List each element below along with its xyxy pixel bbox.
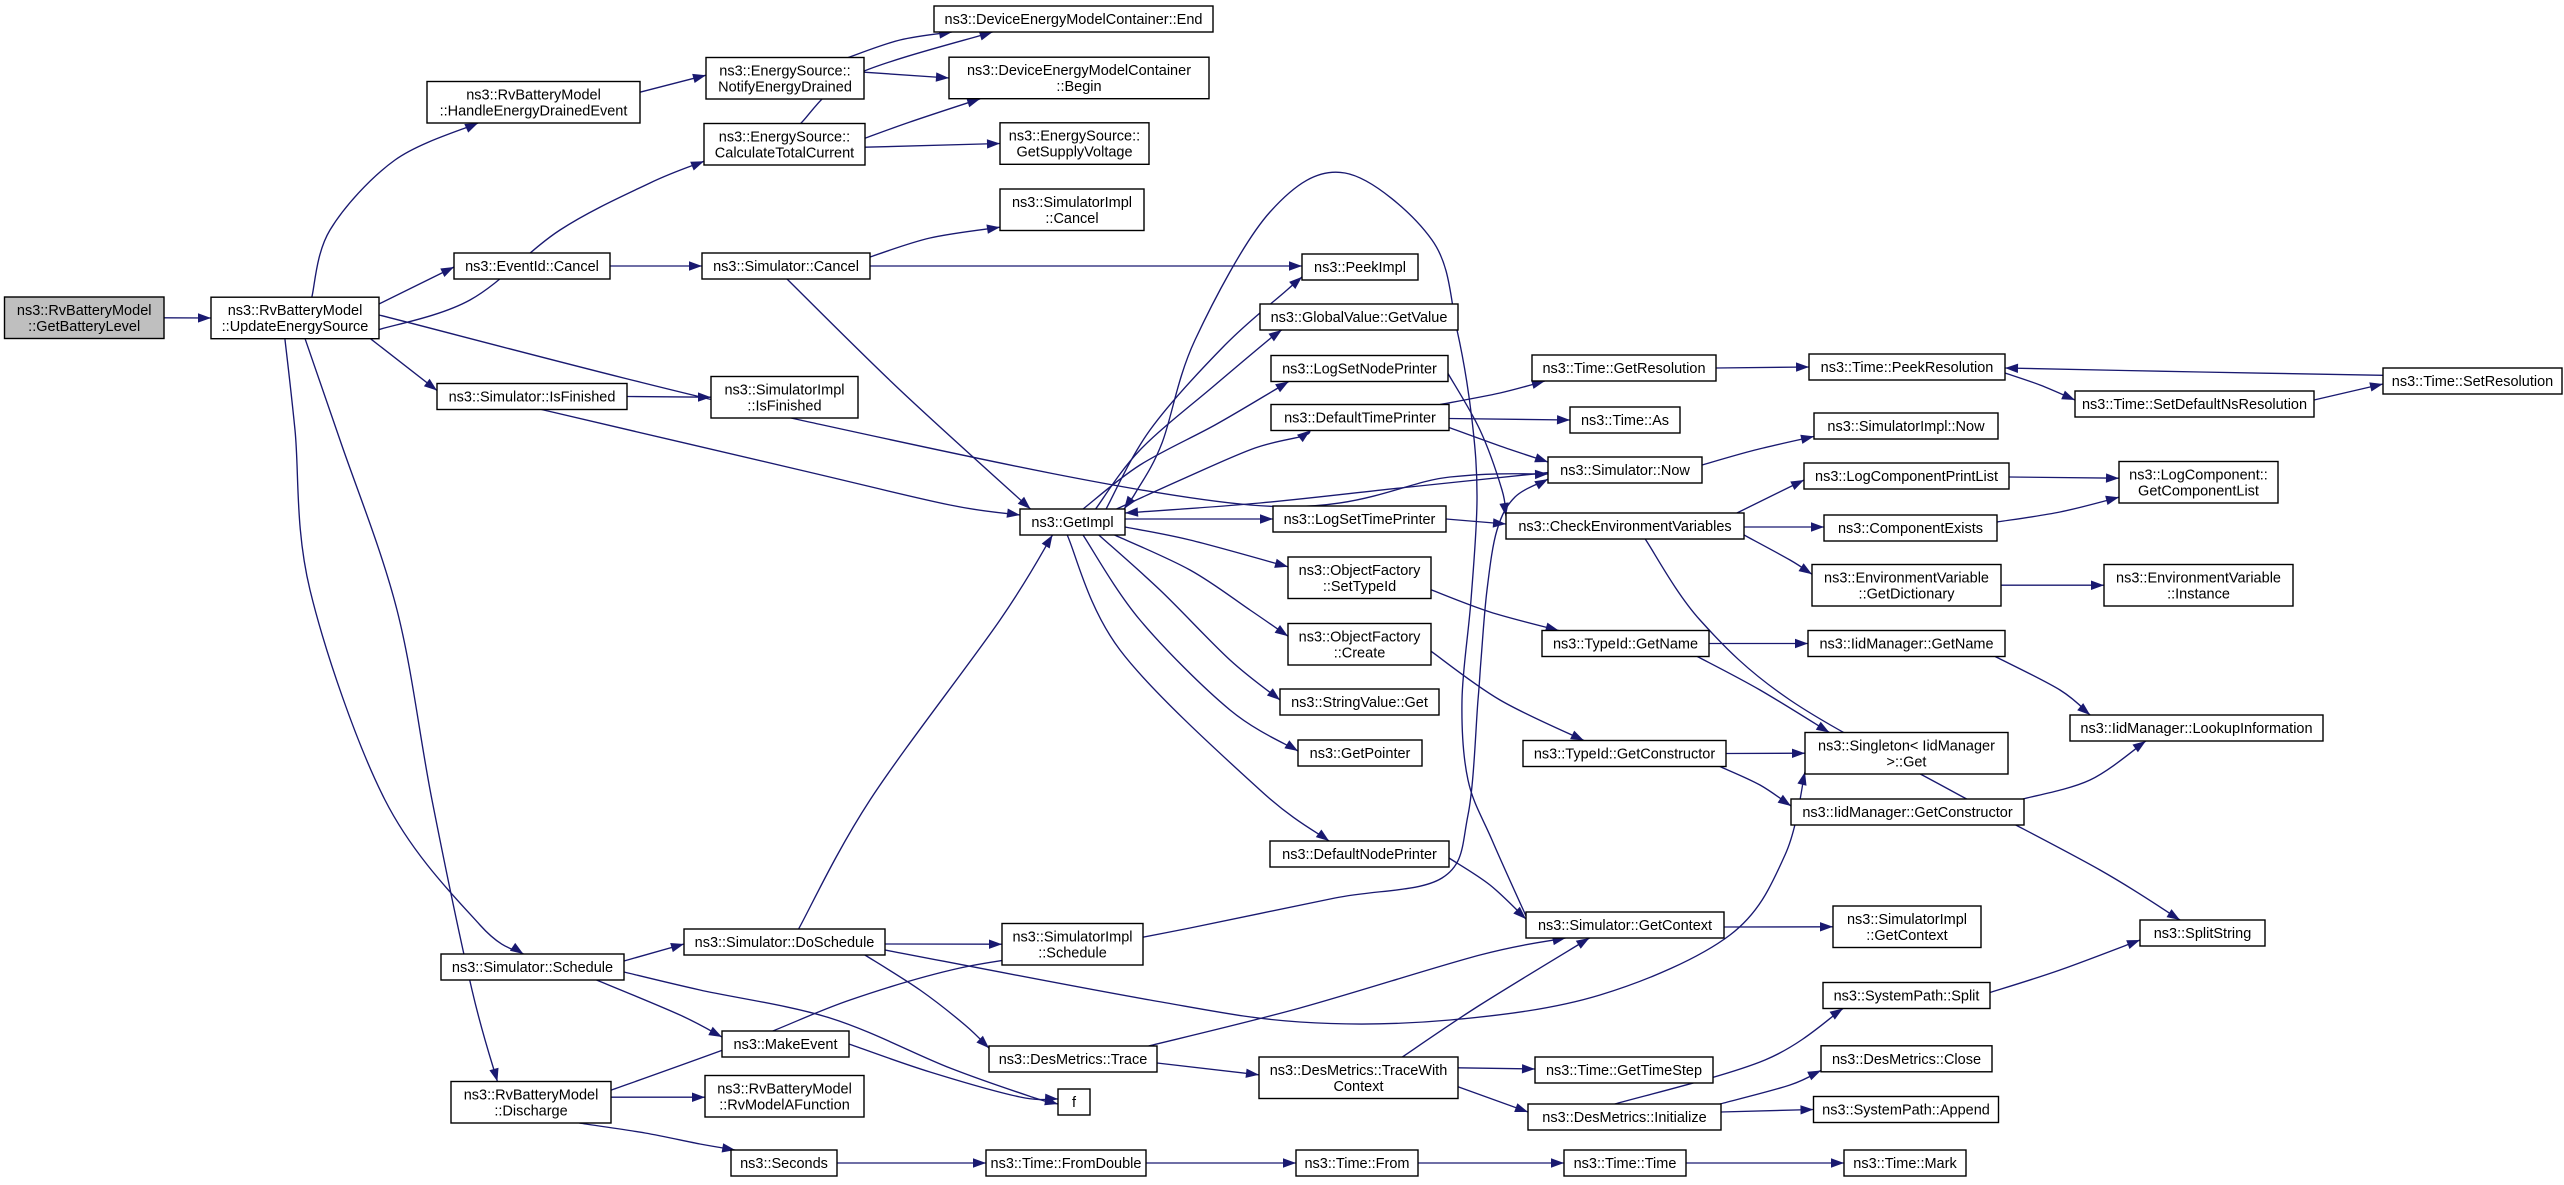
svg-text:ns3::LogComponentPrintList: ns3::LogComponentPrintList <box>1815 469 1998 485</box>
svg-text:ns3::IidManager::GetConstructo: ns3::IidManager::GetConstructor <box>1802 805 2013 821</box>
svg-text:ns3::LogComponent::: ns3::LogComponent:: <box>2129 467 2268 483</box>
svg-text:ns3::DesMetrics::Close: ns3::DesMetrics::Close <box>1832 1052 1981 1068</box>
svg-text:ns3::MakeEvent: ns3::MakeEvent <box>734 1037 838 1053</box>
svg-text:::UpdateEnergySource: ::UpdateEnergySource <box>222 319 369 335</box>
svg-text:ns3::GetPointer: ns3::GetPointer <box>1310 746 1411 762</box>
svg-text:f: f <box>1072 1095 1077 1111</box>
svg-text:ns3::DeviceEnergyModelContaine: ns3::DeviceEnergyModelContainer <box>967 63 1191 79</box>
svg-text:ns3::SystemPath::Append: ns3::SystemPath::Append <box>1822 1103 1990 1119</box>
svg-text:ns3::EnergySource::: ns3::EnergySource:: <box>1009 129 1140 145</box>
svg-text:ns3::SimulatorImpl::Now: ns3::SimulatorImpl::Now <box>1827 419 1985 435</box>
svg-text:ns3::ObjectFactory: ns3::ObjectFactory <box>1299 563 1421 579</box>
svg-text:ns3::Simulator::Now: ns3::Simulator::Now <box>1560 463 1690 479</box>
svg-text:::Create: ::Create <box>1334 646 1386 662</box>
svg-text:ns3::Time::SetResolution: ns3::Time::SetResolution <box>2392 374 2553 390</box>
svg-text:ns3::Time::FromDouble: ns3::Time::FromDouble <box>991 1156 1142 1172</box>
svg-text:ns3::EventId::Cancel: ns3::EventId::Cancel <box>465 259 599 275</box>
svg-text:::Discharge: ::Discharge <box>494 1104 567 1120</box>
svg-text:ns3::Time::Time: ns3::Time::Time <box>1574 1156 1677 1172</box>
svg-text:ns3::DesMetrics::Initialize: ns3::DesMetrics::Initialize <box>1542 1110 1706 1126</box>
svg-text:ns3::DesMetrics::TraceWith: ns3::DesMetrics::TraceWith <box>1270 1063 1448 1079</box>
svg-text:ns3::LogSetNodePrinter: ns3::LogSetNodePrinter <box>1282 362 1437 378</box>
svg-text:ns3::ObjectFactory: ns3::ObjectFactory <box>1299 630 1421 646</box>
svg-text:ns3::CheckEnvironmentVariables: ns3::CheckEnvironmentVariables <box>1518 519 1731 535</box>
svg-text:ns3::Simulator::GetContext: ns3::Simulator::GetContext <box>1538 918 1712 934</box>
svg-text:::RvModelAFunction: ::RvModelAFunction <box>719 1098 850 1114</box>
svg-text:ns3::PeekImpl: ns3::PeekImpl <box>1314 260 1406 276</box>
svg-text:ns3::RvBatteryModel: ns3::RvBatteryModel <box>17 303 152 319</box>
svg-text:ns3::DefaultTimePrinter: ns3::DefaultTimePrinter <box>1284 411 1436 427</box>
svg-text:::SetTypeId: ::SetTypeId <box>1323 579 1396 595</box>
svg-text:ns3::RvBatteryModel: ns3::RvBatteryModel <box>464 1088 599 1104</box>
svg-text:ns3::TypeId::GetName: ns3::TypeId::GetName <box>1553 637 1698 653</box>
svg-text:ns3::DeviceEnergyModelContaine: ns3::DeviceEnergyModelContainer::End <box>945 12 1203 28</box>
svg-text:::Instance: ::Instance <box>2167 587 2230 603</box>
svg-text:::Schedule: ::Schedule <box>1038 946 1107 962</box>
svg-text:ns3::Simulator::DoSchedule: ns3::Simulator::DoSchedule <box>695 935 875 951</box>
svg-text:NotifyEnergyDrained: NotifyEnergyDrained <box>718 80 852 96</box>
svg-text:ns3::GlobalValue::GetValue: ns3::GlobalValue::GetValue <box>1271 310 1448 326</box>
svg-text:ns3::SimulatorImpl: ns3::SimulatorImpl <box>1012 930 1132 946</box>
svg-text:GetSupplyVoltage: GetSupplyVoltage <box>1016 145 1132 161</box>
svg-text:ns3::DesMetrics::Trace: ns3::DesMetrics::Trace <box>999 1052 1148 1068</box>
svg-text:ns3::SimulatorImpl: ns3::SimulatorImpl <box>724 382 844 398</box>
svg-text:::GetContext: ::GetContext <box>1866 928 1947 944</box>
svg-text:ns3::EnergySource::: ns3::EnergySource:: <box>719 129 850 145</box>
svg-text:ns3::RvBatteryModel: ns3::RvBatteryModel <box>228 303 363 319</box>
svg-text:::GetBatteryLevel: ::GetBatteryLevel <box>28 319 140 335</box>
svg-text:ns3::Simulator::IsFinished: ns3::Simulator::IsFinished <box>449 390 616 406</box>
svg-text:ns3::IidManager::GetName: ns3::IidManager::GetName <box>1819 637 1993 653</box>
svg-text:ns3::IidManager::LookupInforma: ns3::IidManager::LookupInformation <box>2080 721 2312 737</box>
svg-text:ns3::Time::From: ns3::Time::From <box>1304 1156 1409 1172</box>
svg-text:ns3::TypeId::GetConstructor: ns3::TypeId::GetConstructor <box>1534 747 1716 763</box>
svg-text:::GetDictionary: ::GetDictionary <box>1859 587 1956 603</box>
svg-text:ns3::Simulator::Cancel: ns3::Simulator::Cancel <box>713 259 859 275</box>
svg-text:ns3::EnvironmentVariable: ns3::EnvironmentVariable <box>1824 571 1989 587</box>
svg-text:ns3::Time::PeekResolution: ns3::Time::PeekResolution <box>1821 360 1994 376</box>
svg-text:ns3::StringValue::Get: ns3::StringValue::Get <box>1291 695 1428 711</box>
svg-text:::Cancel: ::Cancel <box>1045 211 1098 227</box>
svg-text:ns3::Time::As: ns3::Time::As <box>1581 413 1669 429</box>
svg-text:GetComponentList: GetComponentList <box>2138 483 2259 499</box>
svg-text:ns3::Simulator::Schedule: ns3::Simulator::Schedule <box>452 960 613 976</box>
svg-text:>::Get: >::Get <box>1887 755 1927 771</box>
svg-text:ns3::Singleton< IidManager: ns3::Singleton< IidManager <box>1818 739 1995 755</box>
svg-text:::HandleEnergyDrainedEvent: ::HandleEnergyDrainedEvent <box>440 104 628 120</box>
svg-text:ns3::ComponentExists: ns3::ComponentExists <box>1838 521 1983 537</box>
svg-text:::IsFinished: ::IsFinished <box>747 398 821 414</box>
svg-text:ns3::LogSetTimePrinter: ns3::LogSetTimePrinter <box>1284 512 1436 528</box>
svg-text:CalculateTotalCurrent: CalculateTotalCurrent <box>715 145 854 161</box>
svg-text:ns3::GetImpl: ns3::GetImpl <box>1031 515 1113 531</box>
svg-text:ns3::SystemPath::Split: ns3::SystemPath::Split <box>1834 989 1980 1005</box>
svg-text:ns3::Time::GetTimeStep: ns3::Time::GetTimeStep <box>1546 1063 1702 1079</box>
svg-text:ns3::EnergySource::: ns3::EnergySource:: <box>719 64 850 80</box>
svg-text:ns3::Time::GetResolution: ns3::Time::GetResolution <box>1542 361 1705 377</box>
svg-text:ns3::DefaultNodePrinter: ns3::DefaultNodePrinter <box>1282 847 1437 863</box>
svg-text:ns3::SimulatorImpl: ns3::SimulatorImpl <box>1847 912 1967 928</box>
svg-text:ns3::RvBatteryModel: ns3::RvBatteryModel <box>717 1082 852 1098</box>
svg-text:Context: Context <box>1334 1079 1384 1095</box>
svg-text:ns3::Time::SetDefaultNsResolut: ns3::Time::SetDefaultNsResolution <box>2082 397 2307 413</box>
svg-text:::Begin: ::Begin <box>1056 79 1101 95</box>
svg-text:ns3::EnvironmentVariable: ns3::EnvironmentVariable <box>2116 571 2281 587</box>
svg-text:ns3::SplitString: ns3::SplitString <box>2154 926 2252 942</box>
svg-text:ns3::RvBatteryModel: ns3::RvBatteryModel <box>466 88 601 104</box>
svg-text:ns3::SimulatorImpl: ns3::SimulatorImpl <box>1012 195 1132 211</box>
svg-text:ns3::Seconds: ns3::Seconds <box>740 1156 828 1172</box>
svg-text:ns3::Time::Mark: ns3::Time::Mark <box>1853 1156 1957 1172</box>
